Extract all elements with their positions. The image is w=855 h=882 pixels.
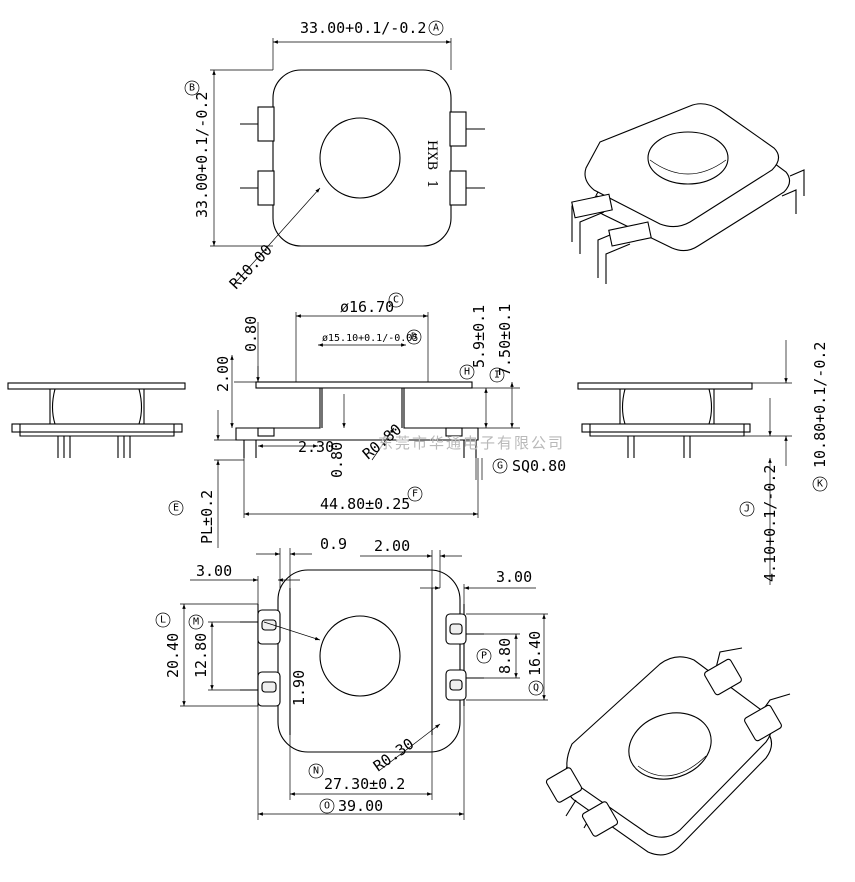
dim-pin-len: PL±0.2 [198, 490, 216, 544]
bottom-view: 0.9 2.00 3.00 3.00 20.40 L 12.80 M 1.90 [155, 535, 548, 820]
callout-l: L [160, 615, 166, 626]
top-pin-slot-lr [449, 170, 467, 206]
dim-bottom-left-w: 3.00 [196, 562, 232, 580]
dim-right-pin: 4.10+0.1/-0.2 [761, 465, 779, 582]
callout-a: A [433, 23, 439, 34]
section-base [235, 387, 479, 441]
marking-hxb: HXB [424, 140, 439, 170]
dim-right-total: 10.80+0.1/-0.2 [811, 342, 829, 468]
dim-step-w: 2.30 [298, 438, 334, 456]
dim-pin-sq: SQ0.80 [512, 457, 566, 475]
iso-pins-left [571, 195, 631, 284]
dim-pin-span: 44.80±0.25 [320, 495, 410, 513]
callout-q: Q [533, 683, 539, 694]
dim-bottom-top-w: 2.00 [374, 537, 410, 555]
dim-bottom-gap: 0.9 [320, 535, 347, 553]
dim-flange-dia: ø16.70 [340, 298, 394, 316]
callout-g: G [497, 461, 503, 472]
callout-j: J [744, 504, 750, 515]
dim-top-radius: R10.00 [226, 241, 276, 293]
dim-base-h: 5.9±0.1 [470, 305, 488, 368]
top-core-hole [319, 117, 401, 199]
dim-flange-gap: 2.00 [214, 356, 232, 392]
callout-i: I [494, 370, 500, 381]
marking-1: 1 [424, 180, 439, 188]
dim-pin-pitch-ml: 12.80 [192, 633, 210, 678]
dim-step-thk: 0.80 [328, 442, 346, 478]
top-pin-slot-ll [257, 170, 275, 206]
watermark: 东莞市华通电子有限公司 [378, 434, 565, 452]
dim-pin-pitch-rq: 16.40 [526, 631, 544, 676]
side-view-left [7, 382, 186, 458]
callout-p: P [481, 651, 487, 662]
callout-n: N [313, 766, 319, 777]
top-body-outline [272, 69, 452, 247]
dim-bottom-right-w: 3.00 [496, 568, 532, 586]
iso-b-pins [565, 647, 791, 829]
dim-flange-thk: 0.80 [242, 316, 260, 352]
iso-pins-right [781, 169, 805, 214]
dim-bore-dia: ø15.10+0.1/-0.05 [322, 333, 418, 344]
right-side-dims: 10.80+0.1/-0.2 K 4.10+0.1/-0.2 J [739, 340, 829, 585]
dim-pin-pitch-r: 8.80 [496, 638, 514, 674]
top-pin-slot-ul [257, 106, 275, 142]
bottom-core-hole [319, 615, 401, 697]
bottom-body-outline [277, 569, 461, 753]
dim-pin-pitch-l: 20.40 [164, 633, 182, 678]
section-flange [255, 381, 473, 389]
iso-b-core [628, 712, 712, 780]
dim-total-h: 7.50±0.1 [496, 304, 514, 376]
callout-e: E [173, 503, 179, 514]
iso-view-top [571, 103, 805, 284]
callout-c: C [393, 295, 399, 306]
callout-h: H [464, 367, 470, 378]
callout-o: O [324, 801, 330, 812]
top-pin-slot-ur [449, 111, 467, 147]
dim-top-width: 33.00+0.1/-0.2 [300, 19, 426, 37]
iso-view-bottom [545, 647, 791, 856]
callout-k: K [817, 479, 823, 490]
dim-web-w: 1.90 [290, 670, 308, 706]
callout-m: M [193, 617, 199, 628]
callout-b: B [189, 83, 195, 94]
dim-body-w: 27.30±0.2 [324, 775, 405, 793]
iso-core-hole [647, 131, 729, 185]
front-section-view: ø16.70 C ø15.10+0.1/-0.05 D 0.80 2.00 5.… [168, 292, 566, 548]
dim-overall-w: 39.00 [338, 797, 383, 815]
side-view-right [577, 382, 753, 458]
callout-f: F [412, 489, 418, 500]
top-view: HXB 1 33.00+0.1/-0.2 A 33.00+0.1/-0.2 B … [184, 19, 485, 293]
dim-top-height: 33.00+0.1/-0.2 [193, 92, 211, 218]
callout-d: D [411, 332, 417, 343]
